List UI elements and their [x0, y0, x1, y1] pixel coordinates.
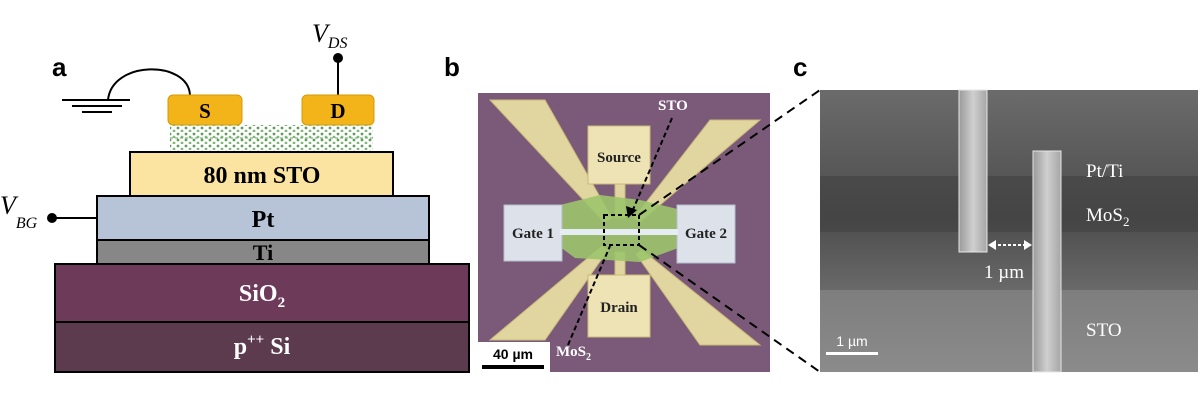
gate2-pad-label: Gate 2 [685, 226, 727, 242]
sto-layer [129, 151, 394, 197]
zoom-line-top [638, 89, 821, 216]
mos2-arrow [567, 245, 611, 346]
gate-strip [560, 229, 678, 235]
psi-layer-label: p++ Si [234, 332, 291, 360]
drain-pad-label: Drain [600, 300, 638, 316]
psi-layer [54, 321, 470, 373]
mos2-flake [548, 195, 700, 262]
panel-b-label: b [444, 52, 460, 82]
electrode-left [958, 89, 988, 253]
panel-b: b Source Drain Gate 1 Gate 2 STO [444, 52, 770, 372]
drain-contact-label: D [330, 99, 345, 123]
vds-terminal-icon [333, 53, 343, 63]
channel-box [603, 214, 640, 246]
pt-layer-label: Pt [252, 207, 275, 233]
sto-region-label: STO [1086, 320, 1122, 341]
gap-arrow-right-head [1024, 240, 1032, 250]
sto-layer-label: 80 nm STO [204, 163, 321, 189]
drain-pad [587, 274, 651, 338]
mos2-annotation: MoS2 [556, 344, 591, 363]
gate1-pad-label: Gate 1 [512, 226, 554, 242]
sto-annotation: STO [658, 98, 688, 114]
gap-arrow-left-head [988, 240, 996, 250]
sio2-layer [54, 263, 470, 323]
sio2-layer-label: SiO2 [239, 281, 285, 311]
source-contact-label: S [199, 99, 211, 123]
source-pad [587, 125, 651, 185]
ptti-label: Pt/Ti [1086, 161, 1123, 182]
panel-c: c 1 µm Pt/Ti MoS2 STO 1 µm [793, 52, 1198, 373]
scale-bar-b-label: 40 µm [493, 346, 533, 362]
ti-layer [96, 239, 430, 265]
scale-bar-c-label: 1 µm [836, 333, 867, 349]
mos2-region-label: MoS2 [1086, 205, 1129, 229]
vds-label: VDS [312, 19, 347, 52]
sto-arrow [631, 117, 673, 213]
vbg-terminal-icon [47, 213, 57, 223]
ti-layer-label: Ti [253, 240, 273, 265]
gap-label: 1 µm [984, 262, 1024, 283]
sto-arrow-head [626, 206, 637, 218]
gate2-pad [676, 204, 736, 264]
panel-a-label: a [52, 52, 67, 82]
scale-bar-b [482, 365, 544, 369]
zoom-line-bottom [638, 244, 821, 373]
ground-icon [62, 99, 130, 113]
scale-bar-c [826, 352, 878, 355]
panel-c-label: c [793, 52, 807, 82]
source-pad-label: Source [597, 150, 641, 166]
panel-a: a VDS S D 80 nm STO Pt VBG [0, 19, 470, 373]
ground-wire [107, 68, 191, 101]
electrode-right [1032, 150, 1062, 373]
vbg-label: VBG [0, 191, 38, 232]
